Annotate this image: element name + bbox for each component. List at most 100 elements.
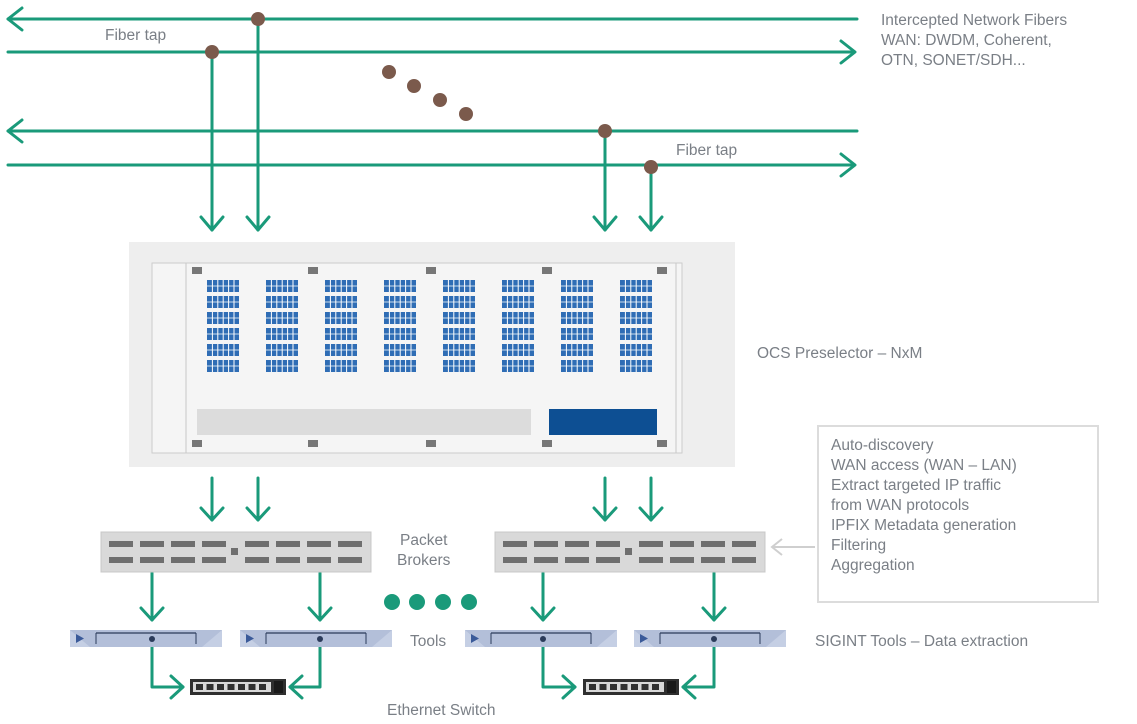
screw — [542, 267, 552, 274]
switch-port — [227, 684, 235, 690]
port-block — [266, 312, 298, 324]
port-block — [325, 360, 357, 372]
broker-port — [109, 557, 133, 563]
switch-port — [631, 684, 638, 690]
broker-to-tool-arrows — [139, 571, 727, 622]
ocs-control-panel — [549, 409, 657, 435]
port-block — [443, 280, 475, 292]
port-block — [325, 328, 357, 340]
port-block — [384, 344, 416, 356]
port-block — [561, 344, 593, 356]
fiber-line-4 — [6, 152, 857, 178]
sigint-tool — [70, 630, 222, 647]
port-block — [502, 344, 534, 356]
tap-arrow-2 — [245, 17, 271, 232]
ocs-to-broker-arrows — [199, 476, 664, 522]
feature-item: WAN access (WAN – LAN) — [831, 457, 1017, 474]
broker-port — [565, 541, 589, 547]
broker-port — [245, 557, 269, 563]
port-block — [443, 296, 475, 308]
intercepted-line-1: Intercepted Network Fibers — [881, 12, 1068, 29]
feature-item: Filtering — [831, 537, 887, 554]
broker-port — [670, 557, 694, 563]
port-block — [561, 312, 593, 324]
packet-brokers-label: Packet Brokers — [397, 531, 450, 571]
port-block — [266, 328, 298, 340]
port-block — [266, 296, 298, 308]
port-block — [502, 296, 534, 308]
port-block — [561, 360, 593, 372]
port-block — [502, 312, 534, 324]
broker-port — [109, 541, 133, 547]
broker-port — [140, 557, 164, 563]
ocs-port-array — [207, 280, 652, 372]
screw — [657, 440, 667, 447]
tap-point — [205, 45, 219, 59]
intercepted-fibers-label: Intercepted Network Fibers WAN: DWDM, Co… — [881, 11, 1067, 71]
more-fibers-ellipsis — [382, 65, 473, 121]
port-block — [207, 312, 239, 324]
port-block — [620, 280, 652, 292]
screw — [192, 440, 202, 447]
sigint-tools-row — [70, 630, 786, 647]
port-block — [620, 344, 652, 356]
port-block — [207, 360, 239, 372]
fiber-tap-label-1: Fiber tap — [105, 27, 167, 44]
more-brokers-ellipsis — [384, 594, 477, 610]
screw — [192, 267, 202, 274]
port-block — [384, 296, 416, 308]
broker-features-box: Auto-discovery WAN access (WAN – LAN) Ex… — [817, 425, 1099, 603]
intercepted-line-2: WAN: DWDM, Coherent, — [881, 32, 1052, 49]
broker-port — [701, 557, 725, 563]
port-block — [502, 280, 534, 292]
port-block — [561, 328, 593, 340]
port-block — [443, 328, 475, 340]
broker-port — [338, 541, 362, 547]
tap-arrow-1 — [199, 50, 225, 232]
port-block — [384, 280, 416, 292]
screw — [542, 440, 552, 447]
broker-features-list: Auto-discovery WAN access (WAN – LAN) Ex… — [831, 436, 1017, 576]
broker-port — [307, 557, 331, 563]
port-block — [207, 328, 239, 340]
info-pointer-arrow — [770, 538, 815, 556]
fiber-line-1 — [6, 6, 859, 32]
port-block — [561, 280, 593, 292]
port-block — [620, 312, 652, 324]
broker-port — [732, 541, 756, 547]
broker-port — [534, 541, 558, 547]
screw — [308, 440, 318, 447]
broker-port — [245, 541, 269, 547]
broker-port — [639, 557, 663, 563]
switch-port — [641, 684, 649, 690]
port-block — [443, 344, 475, 356]
switch-port — [206, 684, 214, 690]
feature-item: from WAN protocols — [831, 497, 970, 514]
broker-port — [171, 557, 195, 563]
port-block — [325, 312, 357, 324]
broker-port — [732, 557, 756, 563]
screw — [426, 267, 436, 274]
port-block — [207, 344, 239, 356]
switch-uplink — [274, 681, 283, 693]
port-block — [443, 360, 475, 372]
tool-to-switch-arrows — [150, 640, 716, 700]
broker-port — [639, 541, 663, 547]
port-block — [266, 360, 298, 372]
switch-uplink — [667, 681, 676, 693]
port-block — [325, 344, 357, 356]
feature-item: Extract targeted IP traffic — [831, 477, 1002, 494]
sigint-tool — [634, 630, 786, 647]
broker-port — [307, 541, 331, 547]
sigint-tool — [240, 630, 392, 647]
port-block — [266, 344, 298, 356]
ocs-preselector — [129, 242, 735, 467]
switch-port — [248, 684, 256, 690]
tap-point — [251, 12, 265, 26]
port-block — [384, 328, 416, 340]
broker-port — [276, 541, 300, 547]
port-block — [207, 280, 239, 292]
switch-port — [599, 684, 607, 690]
broker-port — [565, 557, 589, 563]
